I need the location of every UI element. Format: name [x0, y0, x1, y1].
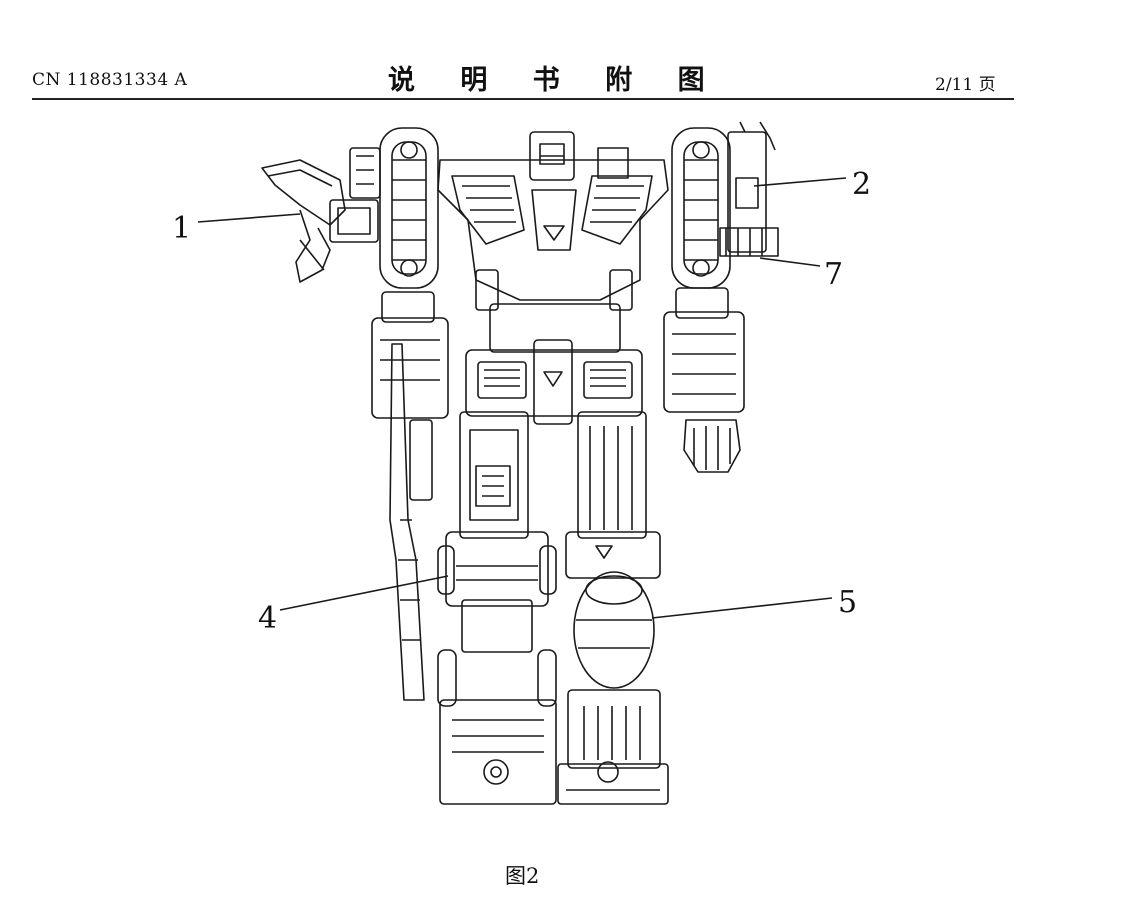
reference-label-4: 4 — [258, 601, 277, 636]
header-divider — [32, 98, 1014, 100]
reference-label-1: 1 — [172, 211, 191, 246]
right-leg-drawing — [557, 411, 669, 805]
left-arm-drawing — [371, 291, 449, 701]
reference-label-5: 5 — [838, 585, 857, 620]
reference-label-2: 2 — [852, 167, 871, 202]
left-leg-drawing — [437, 411, 557, 805]
left-shoulder-drawing — [379, 127, 439, 289]
head-drawing — [529, 131, 629, 181]
page-indicator: 2/11 页 — [935, 75, 996, 95]
robot-line-drawing: 1 2 7 4 5 — [172, 121, 871, 805]
excavator-arm-drawing — [261, 147, 381, 283]
right-shoulder-drawing — [671, 127, 731, 289]
right-arm-drawing — [663, 287, 745, 473]
pelvis-drawing — [465, 303, 643, 425]
publication-number: CN 118831334 A — [32, 70, 188, 90]
section-title: 说 明 书 附 图 — [388, 65, 723, 96]
leader-lines — [197, 177, 847, 619]
torso-drawing — [437, 159, 669, 311]
right-shoulder-machinery-drawing — [719, 121, 779, 257]
figure-caption: 图2 — [505, 864, 540, 888]
reference-label-7: 7 — [824, 257, 843, 292]
